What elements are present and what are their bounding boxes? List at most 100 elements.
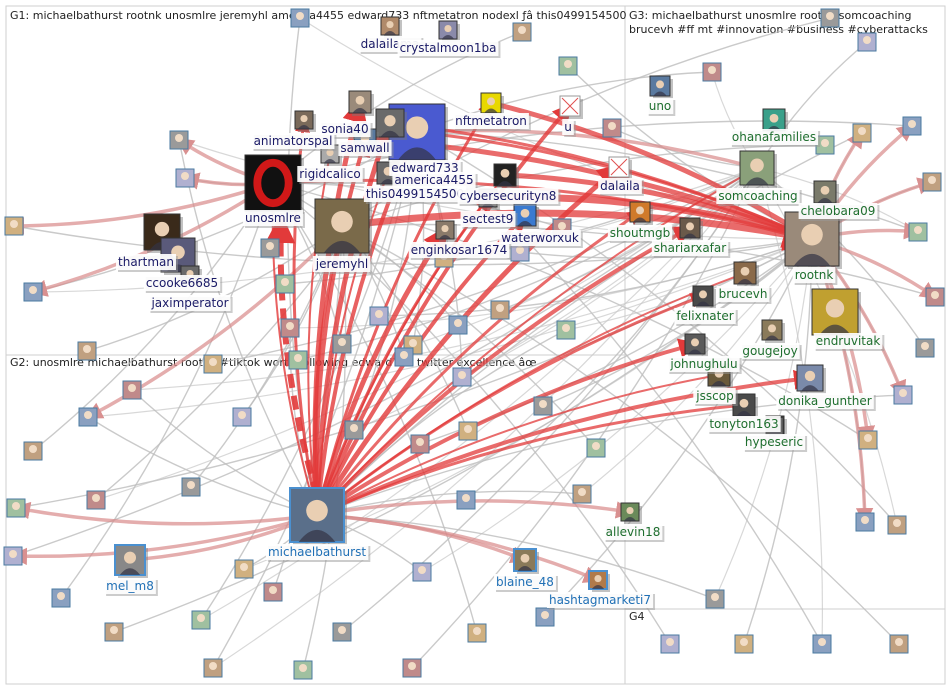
avatar-node-small[interactable] <box>572 484 592 504</box>
avatar-node-small[interactable] <box>512 22 532 42</box>
node-brucevh[interactable] <box>733 261 759 287</box>
node-animatorspal[interactable] <box>294 110 316 132</box>
avatar-node-small[interactable] <box>925 287 945 307</box>
avatar-node-small[interactable] <box>889 634 909 654</box>
avatar-node-small[interactable] <box>490 300 510 320</box>
avatar-node-small[interactable] <box>410 434 430 454</box>
avatar-node-small[interactable] <box>169 130 189 150</box>
node-enginkosar1674[interactable] <box>435 220 457 242</box>
avatar-node-small[interactable] <box>893 385 913 405</box>
node-dalailama[interactable] <box>380 16 402 38</box>
avatar-node-small[interactable] <box>344 420 364 440</box>
avatar-node-small[interactable] <box>556 320 576 340</box>
avatar-node-small[interactable] <box>820 8 840 28</box>
node-johnughulu[interactable] <box>684 333 708 357</box>
avatar-node-small[interactable] <box>858 430 878 450</box>
node-hashtagmarketi7[interactable] <box>588 570 610 592</box>
avatar-node-small[interactable] <box>705 589 725 609</box>
avatar-node-small[interactable] <box>915 338 935 358</box>
avatar-node-small[interactable] <box>533 396 553 416</box>
avatar-node-small[interactable] <box>293 660 313 680</box>
avatar-node-small[interactable] <box>288 350 308 370</box>
avatar-node-small[interactable] <box>586 438 606 458</box>
avatar-node-small[interactable] <box>51 588 71 608</box>
avatar-node-small[interactable] <box>855 512 875 532</box>
avatar-node-small[interactable] <box>857 32 877 52</box>
node-blaine_48[interactable] <box>513 548 539 574</box>
avatar-node-small[interactable] <box>203 658 223 678</box>
avatar-node-small[interactable] <box>458 421 478 441</box>
avatar-node-small[interactable] <box>78 407 98 427</box>
avatar-node-small[interactable] <box>280 318 300 338</box>
avatar-node-small[interactable] <box>456 490 476 510</box>
avatar-node-small[interactable] <box>260 238 280 258</box>
avatar-node-small[interactable] <box>852 123 872 143</box>
avatar-node-small[interactable] <box>908 222 928 242</box>
node-nftmetatron[interactable] <box>480 92 504 116</box>
avatar-node-small[interactable] <box>104 622 124 642</box>
node-shariarxafar[interactable] <box>679 217 703 241</box>
avatar-node-small[interactable] <box>3 546 23 566</box>
avatar-node-small[interactable] <box>234 559 254 579</box>
node-chelobara09[interactable] <box>813 180 839 206</box>
node-u[interactable] <box>559 95 583 119</box>
avatar-node-small[interactable] <box>887 515 907 535</box>
node-sonia40[interactable] <box>348 90 374 116</box>
node-dalaila[interactable] <box>608 156 632 180</box>
node-unosmlre[interactable] <box>244 154 304 214</box>
node-ohanafamilies[interactable] <box>762 108 788 134</box>
avatar-node-small[interactable] <box>394 347 414 367</box>
node-tonyton163[interactable] <box>732 393 758 419</box>
avatar-node-small[interactable] <box>203 354 223 374</box>
avatar-node-small[interactable] <box>77 341 97 361</box>
avatar-node-small[interactable] <box>452 367 472 387</box>
node-gougejoy[interactable] <box>761 319 785 343</box>
avatar-node-small[interactable] <box>275 274 295 294</box>
avatar-node-small[interactable] <box>232 407 252 427</box>
avatar-node-small[interactable] <box>369 306 389 326</box>
avatar-node-small[interactable] <box>902 116 922 136</box>
avatar-node-small[interactable] <box>812 634 832 654</box>
avatar-head-icon <box>10 220 18 228</box>
avatar-node-small[interactable] <box>122 380 142 400</box>
avatar-node-small[interactable] <box>467 623 487 643</box>
avatar-node-small[interactable] <box>290 8 310 28</box>
avatar-node-small[interactable] <box>558 56 578 76</box>
avatar-node-small[interactable] <box>181 477 201 497</box>
avatar-node-small[interactable] <box>922 172 942 192</box>
avatar-node-small[interactable] <box>602 118 622 138</box>
avatar-node-small[interactable] <box>6 498 26 518</box>
avatar-node-small[interactable] <box>402 658 422 678</box>
avatar-node-small[interactable] <box>263 582 283 602</box>
avatar-node-small[interactable] <box>412 562 432 582</box>
avatar-face-icon <box>626 506 634 515</box>
avatar-node-small[interactable] <box>4 216 24 236</box>
avatar-node-small[interactable] <box>535 607 555 627</box>
node-label-text: shoutmgb <box>610 226 670 240</box>
node-mel_m8[interactable] <box>114 544 148 578</box>
avatar-node-small[interactable] <box>332 622 352 642</box>
avatar-node-small[interactable] <box>448 315 468 335</box>
avatar-node-small[interactable] <box>702 62 722 82</box>
avatar-node-small[interactable] <box>86 490 106 510</box>
node-allevin18[interactable] <box>620 502 642 524</box>
node-shoutmgb[interactable] <box>629 201 653 225</box>
node-endruvitak[interactable] <box>811 288 861 338</box>
avatar-node-small[interactable] <box>23 282 43 302</box>
node-crystalmoon1ba[interactable] <box>438 20 460 42</box>
avatar-node-small[interactable] <box>734 634 754 654</box>
node-uno[interactable] <box>649 75 673 99</box>
avatar-node-small[interactable] <box>175 168 195 188</box>
node-cybersecurityn8[interactable] <box>493 163 519 189</box>
node-america4455[interactable] <box>375 108 407 140</box>
node-felixnater[interactable] <box>692 285 716 309</box>
node-michaelbathurst[interactable] <box>289 487 347 545</box>
avatar-node-small[interactable] <box>332 334 352 354</box>
avatar-node-small[interactable] <box>660 634 680 654</box>
node-donika_gunther[interactable] <box>796 364 826 394</box>
avatar-node-small[interactable] <box>23 441 43 461</box>
node-waterworxuk[interactable] <box>513 203 539 229</box>
node-somcoaching[interactable] <box>739 150 777 188</box>
node-jeremyhl[interactable] <box>314 198 372 256</box>
avatar-node-small[interactable] <box>191 610 211 630</box>
